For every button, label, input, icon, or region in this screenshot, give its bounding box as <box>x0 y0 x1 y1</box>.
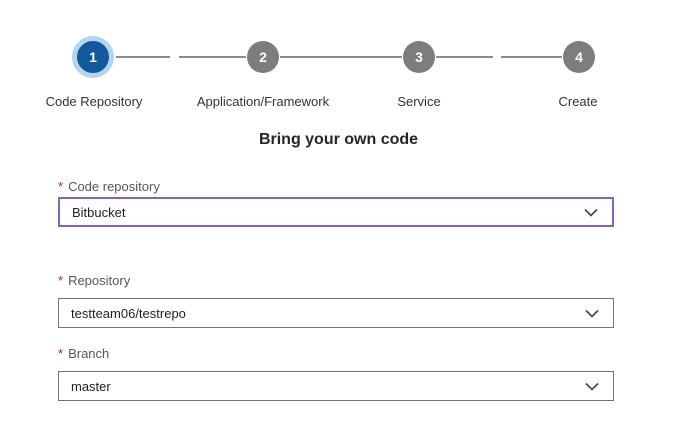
field-label-code-repository: * Code repository <box>58 179 160 194</box>
step-circle-code-repository[interactable]: 1 <box>72 36 114 78</box>
step-number: 1 <box>89 49 97 65</box>
chevron-down-icon <box>585 382 599 391</box>
step-label-application-framework: Application/Framework <box>196 94 330 109</box>
dropdown-value: master <box>71 378 111 394</box>
step-circle-service[interactable]: 3 <box>403 41 435 73</box>
required-asterisk: * <box>58 346 64 361</box>
step-number: 4 <box>575 49 583 65</box>
stepper-connector <box>436 56 493 58</box>
required-asterisk: * <box>58 179 64 194</box>
page-title: Bring your own code <box>258 131 419 148</box>
field-label-text: Branch <box>68 346 110 361</box>
chevron-down-icon <box>584 208 598 217</box>
step-circle-create[interactable]: 4 <box>563 41 595 73</box>
stepper-connector <box>179 56 246 58</box>
stepper-connector <box>280 56 402 58</box>
repository-dropdown[interactable]: testteam06/testrepo <box>58 298 614 328</box>
required-asterisk: * <box>58 273 64 288</box>
step-label-service: Service <box>397 94 441 109</box>
step-circle-application-framework[interactable]: 2 <box>247 41 279 73</box>
step-label-code-repository: Code Repository <box>45 94 143 109</box>
dropdown-value: Bitbucket <box>72 204 126 220</box>
code-repository-dropdown[interactable]: Bitbucket <box>58 197 614 227</box>
chevron-down-icon <box>585 309 599 318</box>
stepper-connector <box>501 56 562 58</box>
field-label-branch: * Branch <box>58 346 109 361</box>
dropdown-value: testteam06/testrepo <box>71 305 186 321</box>
stepper-connector <box>116 56 170 58</box>
field-label-text: Repository <box>68 273 131 288</box>
field-label-text: Code repository <box>68 179 160 194</box>
field-label-repository: * Repository <box>58 273 130 288</box>
step-label-create: Create <box>558 94 598 109</box>
step-number: 3 <box>415 49 423 65</box>
step-number: 2 <box>259 49 267 65</box>
branch-dropdown[interactable]: master <box>58 371 614 401</box>
